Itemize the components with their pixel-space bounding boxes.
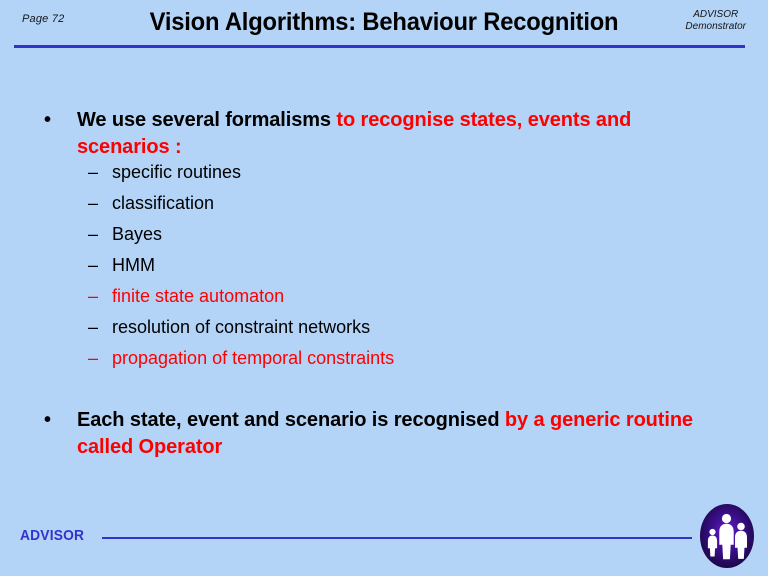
sub-bullet-label: specific routines — [112, 162, 242, 182]
sub-bullet-marker-icon: – — [88, 317, 99, 337]
footer-brand-label: ADVISOR — [20, 527, 85, 544]
bullet-item-1-segment-2: to recognise states, events and scenario… — [77, 109, 632, 158]
sub-bullet-classification: – classification — [88, 191, 688, 222]
sub-bullet-label: classification — [112, 193, 215, 213]
bullet-marker-icon: • — [44, 109, 51, 131]
slide-content: • We use several formalisms to recognise… — [0, 52, 768, 500]
header-divider — [14, 45, 745, 48]
sub-bullet-hmm: – HMM — [88, 253, 688, 284]
sub-bullet-label: propagation of temporal constraints — [112, 348, 395, 368]
sub-bullet-finite-state-automaton: – finite state automaton — [88, 284, 688, 315]
org-name: ADVISOR — [693, 9, 739, 20]
sub-bullet-propagation-of-temporal-constraints: – propagation of temporal constraints — [88, 346, 688, 377]
sub-bullet-label: Bayes — [112, 224, 163, 244]
sub-bullet-label: HMM — [112, 255, 155, 275]
sub-bullet-label: resolution of constraint networks — [112, 317, 371, 337]
bullet-item-2: • Each state, event and scenario is reco… — [40, 407, 700, 461]
organisation-block: ADVISOR Demonstrator — [685, 9, 746, 33]
bullet-item-1-segment-1: We use several formalisms — [77, 109, 337, 131]
page-number: Page 72 — [22, 13, 65, 25]
slide-header: Page 72 Vision Algorithms: Behaviour Rec… — [0, 0, 768, 52]
slide-footer: ADVISOR — [0, 500, 768, 576]
bullet-item-1-text: We use several formalisms to recognise s… — [77, 107, 700, 161]
sub-bullet-label: finite state automaton — [112, 286, 285, 306]
sub-bullet-list: – specific routines – classification – B… — [88, 160, 688, 377]
sub-bullet-marker-icon: – — [88, 224, 99, 244]
sub-bullet-marker-icon: – — [88, 286, 99, 306]
sub-bullet-marker-icon: – — [88, 193, 99, 213]
bullet-item-2-segment-2: by a generic routine called Operator — [77, 409, 693, 458]
sub-bullet-resolution-of-constraint-networks: – resolution of constraint networks — [88, 315, 688, 346]
bullet-item-1: • We use several formalisms to recognise… — [40, 107, 700, 161]
footer-divider — [102, 537, 692, 539]
page-title: Vision Algorithms: Behaviour Recognition — [149, 8, 619, 36]
sub-bullet-marker-icon: – — [88, 348, 99, 368]
bullet-marker-icon: • — [44, 409, 51, 431]
sub-bullet-marker-icon: – — [88, 255, 99, 275]
sub-bullet-specific-routines: – specific routines — [88, 160, 688, 191]
bullet-item-2-segment-1: Each state, event and scenario is recogn… — [77, 409, 505, 431]
bullet-item-2-text: Each state, event and scenario is recogn… — [77, 407, 700, 461]
sub-bullet-marker-icon: – — [88, 162, 99, 182]
org-subtitle: Demonstrator — [685, 21, 746, 32]
advisor-people-logo-icon — [699, 503, 755, 569]
sub-bullet-bayes: – Bayes — [88, 222, 688, 253]
